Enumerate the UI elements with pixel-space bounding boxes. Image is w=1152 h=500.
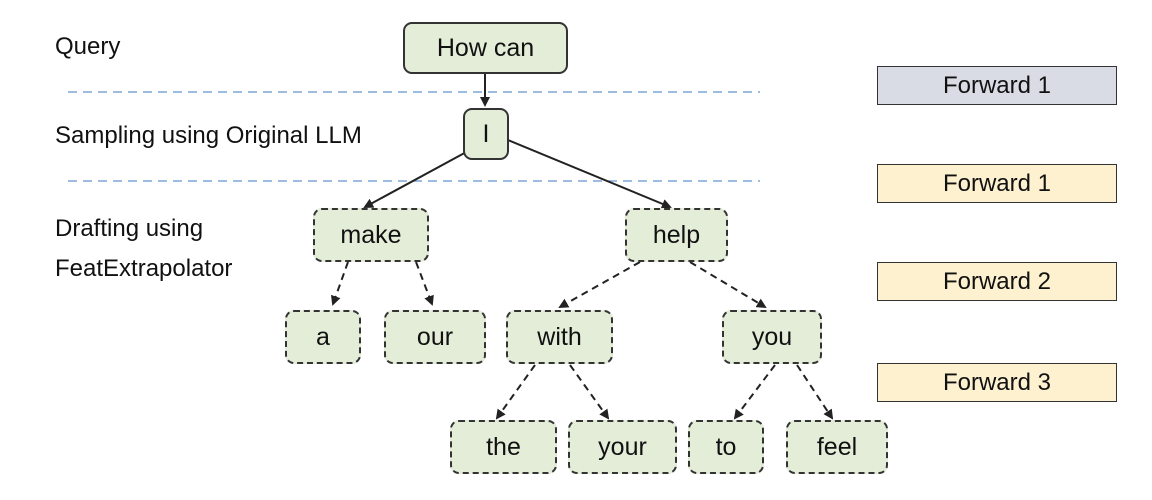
node-with: with bbox=[506, 310, 613, 364]
node-our: our bbox=[384, 310, 486, 364]
label-drafting-line2: FeatExtrapolator bbox=[55, 255, 233, 282]
forward-box-3: Forward 2 bbox=[877, 262, 1117, 301]
node-make: make bbox=[313, 208, 429, 262]
edge-make-our bbox=[415, 261, 434, 306]
node-your: your bbox=[568, 420, 677, 474]
edge-i-help bbox=[507, 139, 672, 209]
edge-help-with bbox=[558, 261, 641, 308]
label-query: Query bbox=[55, 33, 121, 60]
label-drafting-line1: Drafting using bbox=[55, 215, 204, 242]
node-a: a bbox=[285, 310, 361, 364]
node-the: the bbox=[450, 420, 557, 474]
edge-i-make bbox=[363, 149, 471, 208]
node-how-can: How can bbox=[403, 22, 568, 74]
label-sampling: Sampling using Original LLM bbox=[55, 122, 362, 149]
node-feel: feel bbox=[786, 420, 888, 474]
forward-box-1: Forward 1 bbox=[877, 66, 1117, 105]
forward-box-4: Forward 3 bbox=[877, 363, 1117, 402]
node-i: I bbox=[463, 108, 509, 160]
edge-you-to bbox=[733, 364, 776, 420]
node-to: to bbox=[688, 420, 764, 474]
forward-box-2: Forward 1 bbox=[877, 164, 1117, 203]
edge-you-feel bbox=[796, 364, 834, 420]
node-you: you bbox=[722, 310, 822, 364]
node-help: help bbox=[625, 208, 728, 262]
edge-help-you bbox=[689, 261, 767, 309]
edge-with-your bbox=[569, 364, 610, 420]
edge-with-the bbox=[495, 364, 536, 420]
edge-make-a bbox=[330, 261, 349, 306]
